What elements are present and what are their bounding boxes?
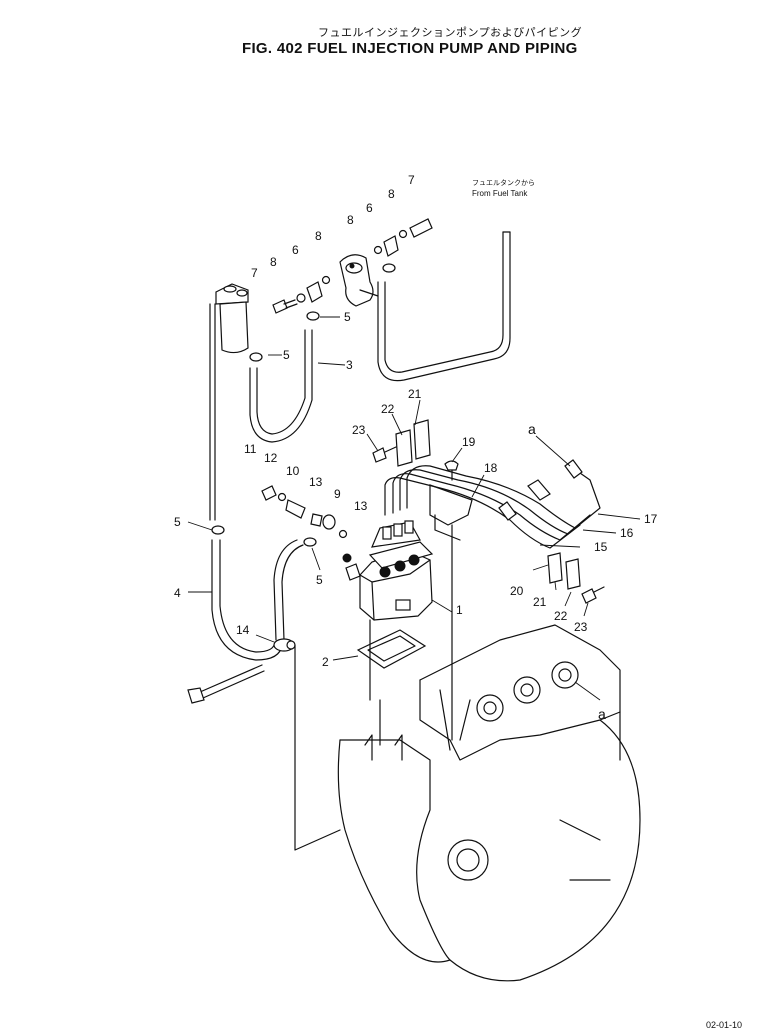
callout-10: 10 [286,464,300,478]
callout-5: 5 [174,515,181,529]
callout-4: 4 [174,586,181,600]
callout-20: 20 [510,584,524,598]
callout-23: 23 [574,620,588,634]
sheet-code: 02-01-10 [706,1020,743,1030]
engine-block [337,619,641,982]
pump-gasket [356,629,427,669]
leader-lines [187,316,641,701]
fuel-injection-pump [342,520,434,621]
callout-13: 13 [354,499,368,513]
title-block: フュエルインジェクションポンプおよびパイピング FIG. 402 FUEL IN… [0,0,758,70]
callout-16: 16 [620,526,634,540]
long-bolt [187,664,265,704]
callout-23: 23 [352,423,366,437]
callout-17: 17 [644,512,658,526]
callout-5: 5 [283,348,290,362]
callout-3: 3 [346,358,353,372]
callout-a: a [528,421,536,437]
callout-7: 7 [408,173,415,187]
callout-13: 13 [309,475,323,489]
callout-21: 21 [533,595,547,609]
callout-8: 8 [270,255,277,269]
title-japanese: フュエルインジェクションポンプおよびパイピング [318,26,583,39]
callout-8: 8 [315,229,322,243]
callout-12: 12 [264,451,278,465]
callout-numbers: 1 2 3 4 5 5 5 5 6 6 7 7 8 8 8 8 9 10 11 … [174,173,658,722]
callout-18: 18 [484,461,498,475]
filter-drain-line [209,303,216,521]
title-english: FIG. 402 FUEL INJECTION PUMP AND PIPING [242,40,578,57]
callout-5: 5 [316,573,323,587]
callout-7: 7 [251,266,258,280]
callout-15: 15 [594,540,608,554]
callout-22: 22 [381,402,395,416]
fuel-pipe-14 [273,539,341,851]
pipe-clamps-and-brackets [395,419,581,741]
callout-21: 21 [408,387,422,401]
callout-a: a [598,706,606,722]
callout-6: 6 [292,243,299,257]
callout-6: 6 [366,201,373,215]
callout-8: 8 [347,213,354,227]
callout-9: 9 [334,487,341,501]
from-fuel-tank-note-japanese: フュエルタンクから [472,179,535,187]
callout-8: 8 [388,187,395,201]
fuel-filter [215,283,249,354]
callout-19: 19 [462,435,476,449]
fuel-hose-4 [211,539,283,661]
feed-pump [339,254,379,307]
injection-pipes [384,459,601,549]
callout-1: 1 [456,603,463,617]
fuel-tank-feed-pipe [377,231,511,382]
callout-14: 14 [236,623,250,637]
callout-2: 2 [322,655,329,669]
callout-5: 5 [344,310,351,324]
callout-11: 11 [244,442,257,456]
callout-22: 22 [554,609,568,623]
hardware-parts [211,218,605,604]
from-fuel-tank-note: From Fuel Tank [472,189,528,198]
fuel-hose-3 [249,329,313,443]
